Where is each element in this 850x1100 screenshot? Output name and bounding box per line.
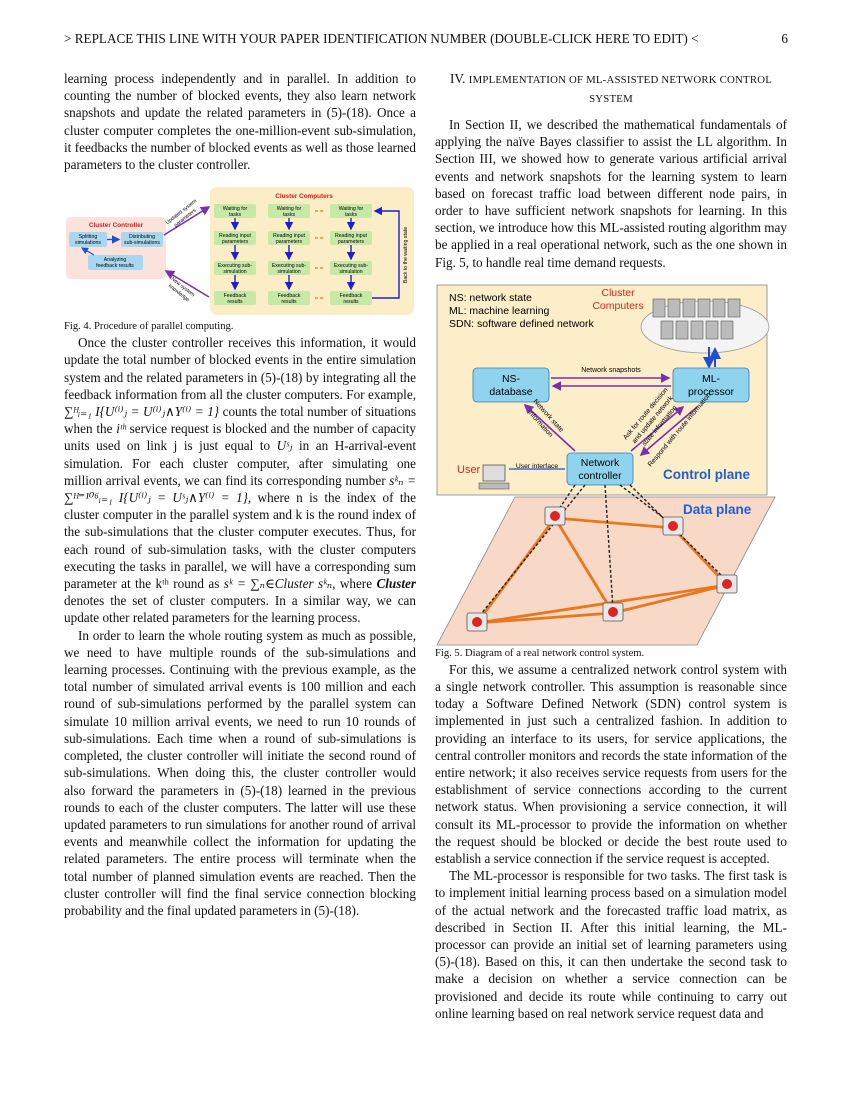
distributing-box — [121, 232, 163, 248]
figure-5-network-control-system: NS: network state ML: machine learning S… — [436, 284, 776, 646]
page-number: 6 — [781, 31, 788, 46]
svg-text:tasks: tasks — [345, 212, 358, 218]
svg-text:results: results — [281, 299, 297, 305]
svg-text:ML-: ML- — [702, 373, 721, 385]
right-paragraph-2: For this, we assume a centralized networ… — [435, 661, 787, 867]
server-rack-icons — [652, 298, 741, 340]
svg-text:simulation: simulation — [277, 269, 300, 275]
ml-processor-box — [672, 367, 750, 403]
cluster-computers-label: Computers — [592, 300, 643, 312]
network-controller-box — [566, 452, 634, 486]
cluster-controller-label: Cluster Controller — [89, 222, 144, 229]
svg-text:Reading input: Reading input — [219, 233, 252, 239]
left-paragraph-1: learning process independently and in pa… — [64, 71, 416, 173]
ns-database-box — [472, 367, 550, 403]
back-loop-arrow — [372, 207, 400, 299]
svg-text:Executing sub-: Executing sub- — [218, 263, 253, 269]
svg-text:tasks: tasks — [229, 212, 242, 218]
right-column: IV. Implementation of ML-Assisted Networ… — [435, 70, 787, 1022]
right-paragraph-3: The ML-processor is responsible for two … — [435, 868, 787, 1021]
formula-1: ∑ᴴᵢ₌₁ I{U⁽ⁱ⁾ⱼ = U⁽ⁱ⁾ⱼ∧Y⁽ⁱ⁾ = 1} — [64, 404, 220, 420]
svg-text:Waiting for: Waiting for — [223, 206, 248, 212]
svg-text:Executing sub-: Executing sub- — [334, 263, 369, 269]
legend-sdn: SDN: software defined network — [449, 318, 594, 330]
svg-text:Waiting for: Waiting for — [277, 206, 302, 212]
svg-text:parameters: parameters — [222, 239, 249, 245]
svg-text:Distributing: Distributing — [129, 234, 155, 240]
svg-text:Analyzing: Analyzing — [104, 257, 127, 263]
figure-4-parallel-computing: Cluster Controller Splitting simulations… — [66, 187, 414, 316]
figure-5-caption: Fig. 5. Diagram of a real network contro… — [435, 647, 645, 659]
header-title: > REPLACE THIS LINE WITH YOUR PAPER IDEN… — [64, 31, 699, 46]
back-to-waiting-label: Back to the waiting state — [403, 227, 409, 283]
svg-text:parameters: parameters — [338, 239, 365, 245]
control-plane-label: Control plane — [663, 467, 750, 482]
data-plane-panel — [436, 496, 776, 646]
computer-column-3: Waiting for tasks Reading input paramete… — [330, 204, 372, 306]
section-heading: IV. Implementation of ML-Assisted Networ… — [449, 71, 773, 105]
left-paragraph-2: Once the cluster controller receives thi… — [64, 335, 417, 626]
svg-text:results: results — [227, 299, 243, 305]
formula-2: sᵏₙ = ∑ᴴ⁼¹⁰⁶ᵢ₌₁ I{U⁽ⁱ⁾ⱼ = Uˢⱼ∧Y⁽ⁱ⁾ = 1}, — [64, 472, 417, 506]
formula-3: sᵏ = ∑ₙ∈Cluster sᵏₙ, — [223, 576, 336, 592]
legend-ns: NS: network state — [449, 292, 532, 304]
computer-column-1: Waiting for tasks Reading input paramete… — [214, 204, 256, 306]
splitting-box — [69, 232, 107, 248]
svg-text:feedback results: feedback results — [96, 263, 134, 269]
user-computer-icon — [478, 464, 510, 490]
svg-text:NS-: NS- — [502, 373, 521, 385]
svg-text:simulations: simulations — [75, 240, 101, 246]
figure-4-caption: Fig. 4. Procedure of parallel computing. — [64, 321, 234, 333]
svg-text:simulation: simulation — [223, 269, 246, 275]
svg-text:Feedback: Feedback — [340, 293, 363, 299]
svg-text:Network: Network — [581, 457, 620, 469]
svg-text:Waiting for: Waiting for — [339, 206, 364, 212]
router-icons — [466, 506, 738, 632]
svg-text:processor: processor — [688, 386, 735, 398]
svg-text:results: results — [343, 299, 359, 305]
cluster-computers-label: Cluster Computers — [275, 193, 333, 200]
running-header: > REPLACE THIS LINE WITH YOUR PAPER IDEN… — [64, 31, 788, 47]
svg-text:database: database — [489, 386, 532, 398]
user-label: User — [457, 464, 481, 476]
network-links — [475, 516, 729, 625]
cluster-computers-panel — [210, 187, 414, 316]
right-paragraph-1: In Section II, we described the mathemat… — [435, 117, 787, 270]
left-paragraph-3: In order to learn the whole routing syst… — [64, 627, 416, 918]
svg-text:Executing sub-: Executing sub- — [272, 263, 307, 269]
analyzing-box — [88, 255, 143, 271]
svg-text:tasks: tasks — [283, 212, 296, 218]
computer-column-2: Waiting for tasks Reading input paramete… — [268, 204, 310, 306]
svg-text:Feedback: Feedback — [224, 293, 247, 299]
svg-text:Reading input: Reading input — [335, 233, 368, 239]
left-column: learning process independently and in pa… — [64, 70, 416, 919]
legend-ml: ML: machine learning — [449, 305, 550, 317]
svg-text:parameters: parameters — [276, 239, 303, 245]
svg-text:Feedback: Feedback — [278, 293, 301, 299]
dashed-separators — [315, 210, 325, 299]
network-snapshots-label: Network snapshots — [581, 367, 641, 374]
svg-text:Cluster: Cluster — [601, 287, 635, 299]
svg-text:sub-simulations: sub-simulations — [124, 240, 160, 246]
svg-text:controller: controller — [578, 470, 622, 482]
svg-text:simulation: simulation — [339, 269, 362, 275]
svg-text:Reading input: Reading input — [273, 233, 306, 239]
user-interface-label: User interface — [516, 463, 559, 470]
svg-text:Splitting: Splitting — [79, 234, 98, 240]
data-plane-label: Data plane — [683, 502, 752, 517]
